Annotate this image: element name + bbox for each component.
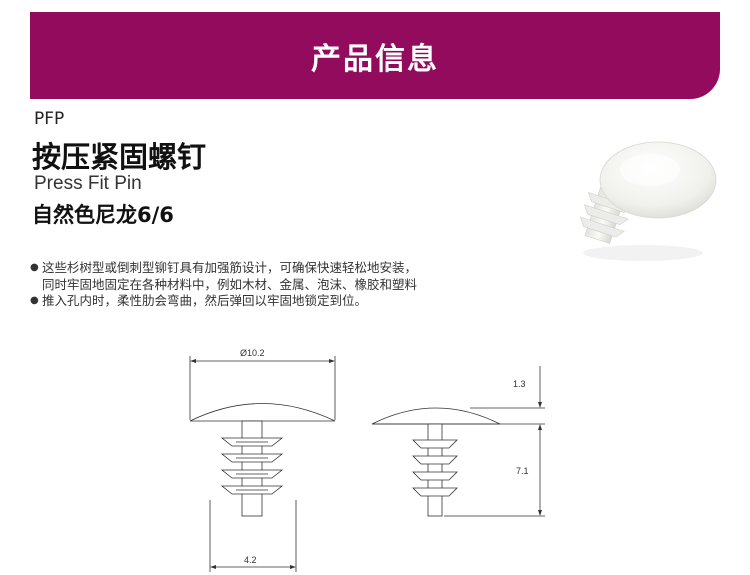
- pin-cap-right: [371, 407, 501, 425]
- feature-item: ● 推入孔内时，柔性肋会弯曲，然后弹回以牢固地锁定到位。: [30, 293, 417, 310]
- product-title-en: Press Fit Pin: [34, 173, 142, 194]
- dim-label-diameter: Ø10.2: [240, 348, 265, 358]
- pin-cap-left: [189, 403, 336, 422]
- pin-shank-right: [427, 423, 443, 517]
- product-title-cn: 按压紧固螺钉: [32, 140, 207, 174]
- pin-shank-left: [241, 420, 263, 517]
- dim-label-head-height: 1.3: [513, 379, 526, 389]
- bullet-icon: ●: [30, 295, 39, 306]
- pin-photo-icon: [579, 141, 717, 261]
- feature-list: ● 这些杉树型或倒刺型铆钉具有加强筋设计，可确保快速轻松地安装， 同时牢固地固定…: [30, 260, 417, 310]
- technical-drawing: Ø10.2 4.2 1.3 7.1: [189, 348, 545, 572]
- banner-title: 产品信息: [311, 41, 439, 77]
- dim-label-shank-width: 4.2: [244, 555, 257, 565]
- product-code: PFP: [34, 109, 65, 129]
- header-banner: 产品信息: [30, 12, 720, 99]
- feature-text: 这些杉树型或倒刺型铆钉具有加强筋设计，可确保快速轻松地安装，: [42, 260, 418, 275]
- dim-label-shank-length: 7.1: [516, 466, 529, 476]
- feature-item: ● 这些杉树型或倒刺型铆钉具有加强筋设计，可确保快速轻松地安装，: [30, 260, 417, 277]
- feature-text-continued: 同时牢固地固定在各种材料中，例如木材、金属、泡沫、橡胶和塑料: [42, 276, 418, 292]
- bullet-icon: ●: [30, 262, 39, 273]
- feature-text: 推入孔内时，柔性肋会弯曲，然后弹回以牢固地锁定到位。: [42, 293, 368, 308]
- product-material: 自然色尼龙6/6: [32, 203, 174, 227]
